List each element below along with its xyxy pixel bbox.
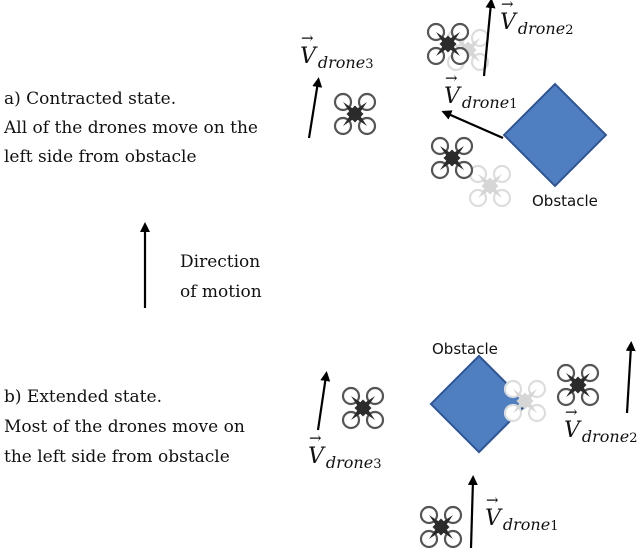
velocity-arrow-drone1: [441, 110, 504, 140]
obstacle-b: [429, 354, 529, 454]
caption-b-line1: b) Extended state.: [4, 387, 162, 407]
direction-label-line1: Direction: [180, 252, 261, 272]
caption-b-line3: the left side from obstacle: [4, 447, 230, 467]
velocity-arrow-drone3: [307, 77, 323, 139]
caption-a-line1: a) Contracted state.: [4, 89, 177, 109]
obstacle-label-a: Obstacle: [532, 192, 598, 210]
velocity-arrow-drone2: [625, 341, 636, 414]
drone-1-icon: [430, 136, 474, 180]
drone-ghost-icon: [468, 164, 512, 208]
caption-a-line2: All of the drones move on the: [4, 118, 258, 138]
drone-3-icon: [341, 386, 385, 430]
drone-3-icon: [333, 92, 377, 136]
caption-a-line3: left side from obstacle: [4, 147, 197, 167]
obstacle-label-b: Obstacle: [432, 340, 498, 358]
drone-1-icon: [419, 505, 463, 549]
velocity-arrow-drone2: [482, 0, 496, 77]
velocity-arrow-drone3: [316, 371, 331, 431]
drone-2-icon: [556, 363, 600, 407]
velocity-arrow-drone1: [467, 475, 478, 549]
direction-label-line2: of motion: [180, 282, 262, 302]
caption-b-line2: Most of the drones move on: [4, 417, 245, 437]
obstacle-a: [502, 82, 608, 188]
